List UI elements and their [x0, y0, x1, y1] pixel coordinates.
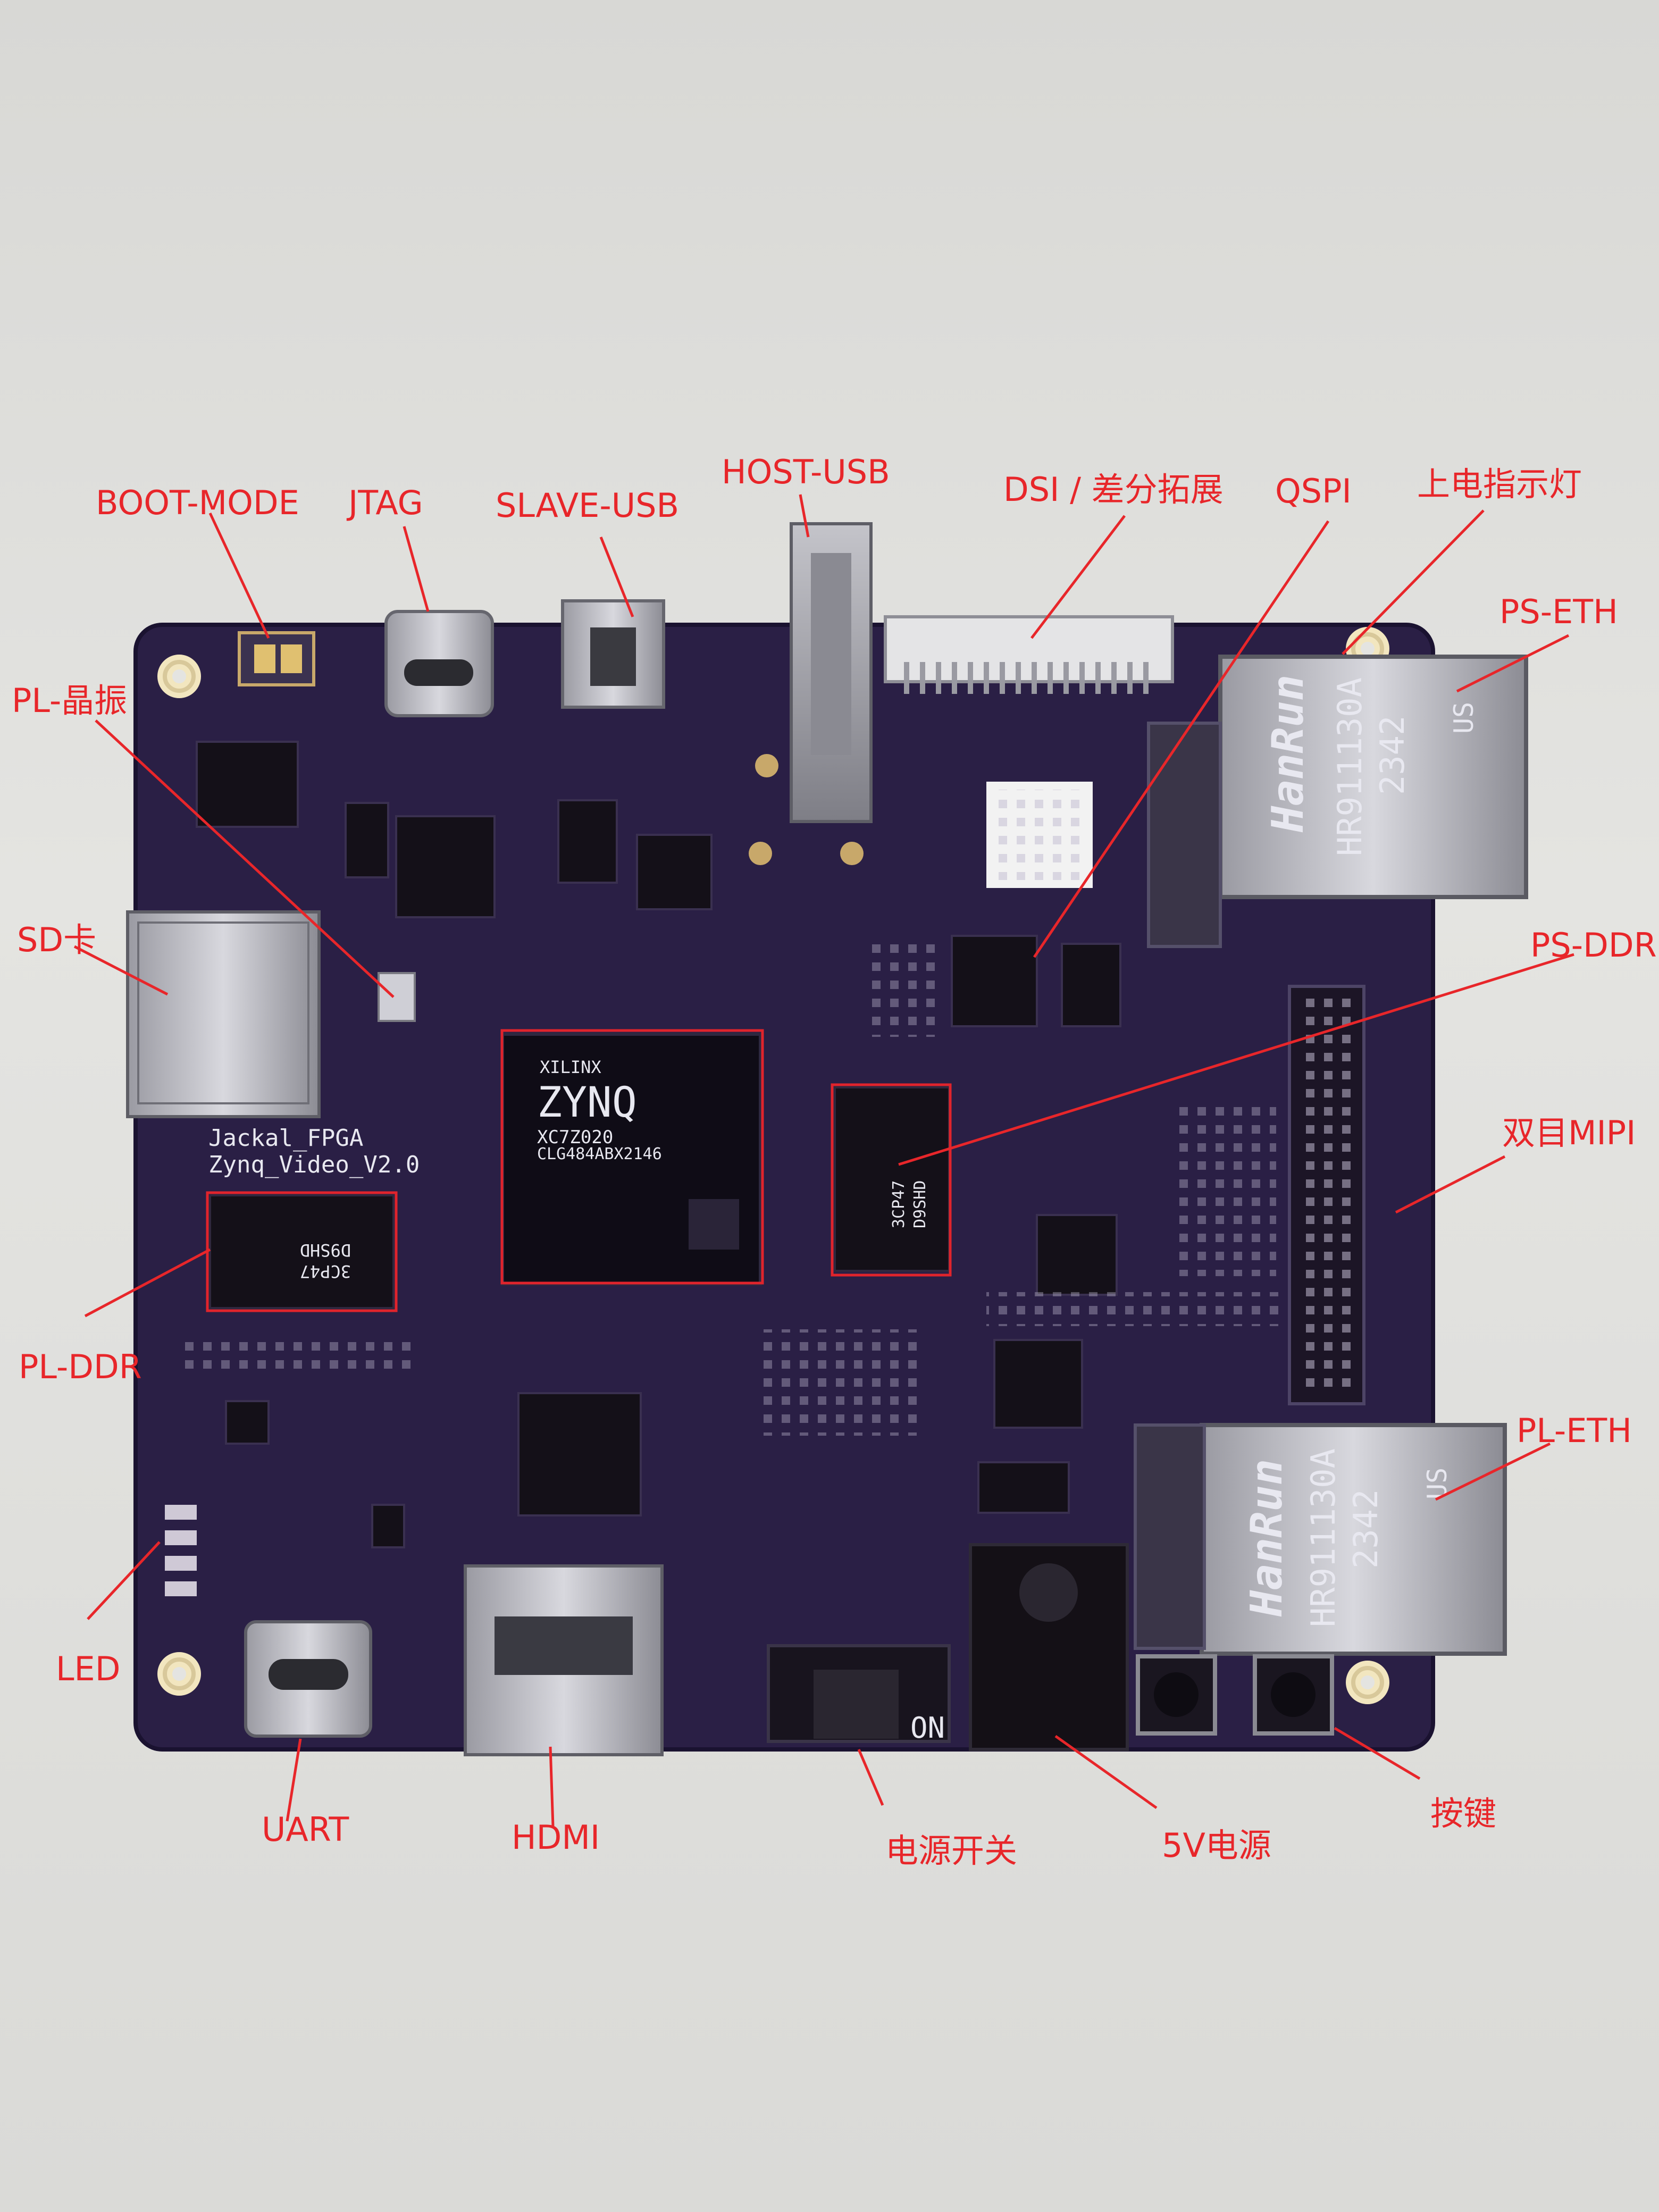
boot-mode-switch: [238, 631, 315, 686]
pl-eth-date: 2342: [1346, 1489, 1385, 1569]
board-version: Zynq_Video_V2.0: [208, 1151, 420, 1178]
label-host-usb: HOST-USB: [722, 453, 890, 491]
label-jtag: JTAG: [348, 483, 423, 522]
label-led: LED: [56, 1649, 121, 1688]
fpga-family: ZYNQ: [537, 1079, 637, 1127]
pl-ddr-chip: 3CP47 D9SHD: [209, 1194, 395, 1309]
ps-eth-brand: HanRun: [1263, 675, 1313, 833]
label-slave-usb: SLAVE-USB: [496, 486, 679, 525]
pl-crystal: [378, 972, 416, 1022]
label-sd-card: SD卡: [17, 920, 97, 959]
push-buttons: [1136, 1654, 1334, 1736]
pl-eth-model: HR911130A: [1304, 1448, 1343, 1627]
label-pl-osc: PL-晶振: [12, 681, 128, 720]
label-dual-mipi: 双目MIPI: [1502, 1113, 1636, 1152]
board-name: Jackal_FPGA: [208, 1125, 363, 1152]
label-pl-ddr: PL-DDR: [19, 1347, 142, 1386]
ps-ddr-highlight: [831, 1083, 952, 1277]
zynq-fpga: XILINX ZYNQ XC7Z020 CLG484ABX2146: [501, 1033, 762, 1286]
ps-ddr-marking-1: 3CP47: [890, 1180, 908, 1228]
fpga-part: XC7Z020: [537, 1127, 613, 1148]
pl-ddr-marking-1: 3CP47: [300, 1261, 351, 1281]
ps-eth-date: 2342: [1373, 716, 1412, 795]
fpga-package: CLG484ABX2146: [537, 1145, 662, 1163]
ps-eth-ul: US: [1448, 702, 1479, 734]
label-boot-mode: BOOT-MODE: [96, 483, 299, 522]
label-power-switch: 电源开关: [885, 1831, 1018, 1870]
label-dsi: DSI / 差分拓展: [1003, 470, 1224, 509]
label-power-led: 上电指示灯: [1417, 465, 1582, 504]
label-qspi: QSPI: [1275, 472, 1352, 510]
pl-eth-jack: HanRun HR911130A 2342 US: [1134, 1423, 1507, 1656]
label-pl-eth: PL-ETH: [1516, 1411, 1632, 1450]
passive-pads: [178, 936, 1284, 1436]
switch-on-label: ON: [910, 1711, 945, 1745]
label-ps-ddr: PS-DDR: [1530, 926, 1657, 965]
sd-card-slot: [126, 910, 321, 1118]
led-array: [165, 1505, 197, 1596]
dsi-fpc-connector: [884, 615, 1174, 683]
chips: [196, 741, 1121, 1548]
fpga-brand: XILINX: [540, 1057, 601, 1077]
label-hdmi: HDMI: [512, 1818, 600, 1857]
ps-eth-jack: HanRun HR911130A 2342 US: [1147, 655, 1528, 948]
label-uart: UART: [262, 1810, 349, 1849]
pl-ddr-marking-2: D9SHD: [300, 1240, 351, 1260]
fpga-highlight: [500, 1029, 764, 1285]
ps-ddr-marking-2: D9SHD: [911, 1180, 929, 1228]
label-ps-eth: PS-ETH: [1499, 592, 1618, 631]
pl-eth-brand: HanRun: [1242, 1459, 1292, 1617]
label-5v-power: 5V电源: [1162, 1826, 1271, 1865]
ps-eth-model: HR911130A: [1330, 677, 1369, 856]
label-buttons: 按键: [1430, 1794, 1497, 1833]
callout-lines: [73, 494, 1574, 1827]
ps-ddr-chip: 3CP47 D9SHD: [834, 1086, 950, 1272]
